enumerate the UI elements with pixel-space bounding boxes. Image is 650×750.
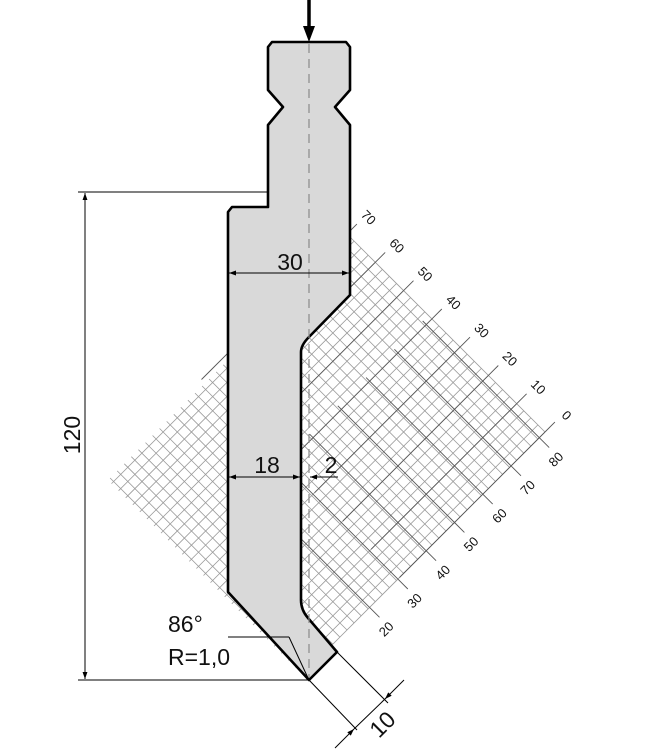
punch-profile bbox=[226, 40, 352, 682]
grid-tick bbox=[516, 393, 527, 405]
grid-line bbox=[295, 424, 539, 668]
grid-line bbox=[322, 265, 517, 461]
grid-line bbox=[272, 315, 468, 511]
grid-major-line bbox=[337, 405, 455, 523]
dimension-offset: 2 bbox=[310, 452, 338, 480]
grid-line bbox=[293, 293, 489, 489]
grid-axis-label: 20 bbox=[376, 619, 397, 640]
grid-axis-label: 30 bbox=[471, 320, 492, 341]
grid-axis-label: 70 bbox=[517, 477, 538, 498]
dimension-label: 30 bbox=[277, 249, 303, 275]
grid-axis-label: 40 bbox=[443, 292, 464, 313]
grid-axis-label: 80 bbox=[545, 449, 566, 470]
grid-tick bbox=[459, 336, 471, 348]
grid-line bbox=[266, 396, 510, 640]
grid-line bbox=[280, 410, 525, 654]
dimension-label: 2 bbox=[325, 452, 338, 478]
grid-axis-label: 60 bbox=[489, 505, 510, 526]
grid-tick bbox=[544, 421, 556, 433]
dimension-width-top: 30 bbox=[229, 249, 349, 276]
grid-tick bbox=[425, 550, 437, 562]
grid-major-line bbox=[370, 403, 518, 550]
grid-axis-label: 70 bbox=[358, 207, 379, 228]
grid-tick bbox=[369, 607, 380, 618]
radius-label: R=1,0 bbox=[168, 644, 230, 670]
grid-line bbox=[300, 286, 496, 482]
grid-axis-label: 20 bbox=[500, 348, 521, 369]
grid-major-line bbox=[309, 433, 427, 552]
tip-annotation: 86° R=1,0 bbox=[168, 611, 309, 679]
grid-major-line bbox=[285, 318, 433, 465]
grid-axis-label: 30 bbox=[404, 590, 425, 611]
grid-tick bbox=[488, 365, 499, 376]
grid-tick bbox=[431, 308, 443, 320]
grid-tick bbox=[510, 465, 522, 477]
grid-tick bbox=[374, 252, 386, 263]
grid-axis-label: 0 bbox=[559, 408, 575, 424]
grid-tick bbox=[397, 578, 409, 590]
angle-label: 86° bbox=[168, 611, 203, 637]
grid-axis-label: 40 bbox=[432, 562, 453, 583]
grid-major-line bbox=[399, 431, 546, 578]
dimension-label: 120 bbox=[59, 416, 85, 454]
grid-axis-label: 50 bbox=[461, 534, 482, 555]
grid-major-line bbox=[365, 377, 484, 495]
grid-line bbox=[286, 300, 482, 496]
grid-line bbox=[343, 244, 539, 440]
grid-axis-label: 10 bbox=[528, 377, 549, 398]
grid-major-line bbox=[314, 346, 461, 494]
dimension-height: 120 bbox=[59, 191, 309, 681]
grid-line bbox=[307, 279, 503, 475]
grid-major-line bbox=[394, 348, 512, 467]
grid-tick bbox=[403, 280, 414, 291]
grid-axis-label: 60 bbox=[386, 235, 407, 256]
grid-line bbox=[314, 272, 510, 468]
grid-major-line bbox=[422, 320, 540, 439]
grid-tick bbox=[454, 522, 465, 533]
grid-line bbox=[350, 237, 546, 433]
grid-tick bbox=[538, 437, 550, 448]
grid-line bbox=[279, 308, 475, 503]
grid-line bbox=[329, 258, 525, 454]
dimension-label: 18 bbox=[254, 452, 280, 478]
grid-line bbox=[336, 251, 532, 447]
dimension-label: 10 bbox=[364, 706, 400, 742]
grid-axis-label: 50 bbox=[415, 264, 436, 285]
grid-major-line bbox=[342, 375, 489, 522]
grid-line bbox=[182, 311, 426, 555]
grid-line bbox=[288, 417, 532, 661]
grid-tick bbox=[482, 493, 494, 505]
dimension-width-blade: 18 bbox=[229, 452, 300, 480]
force-arrow-icon bbox=[303, 0, 315, 42]
